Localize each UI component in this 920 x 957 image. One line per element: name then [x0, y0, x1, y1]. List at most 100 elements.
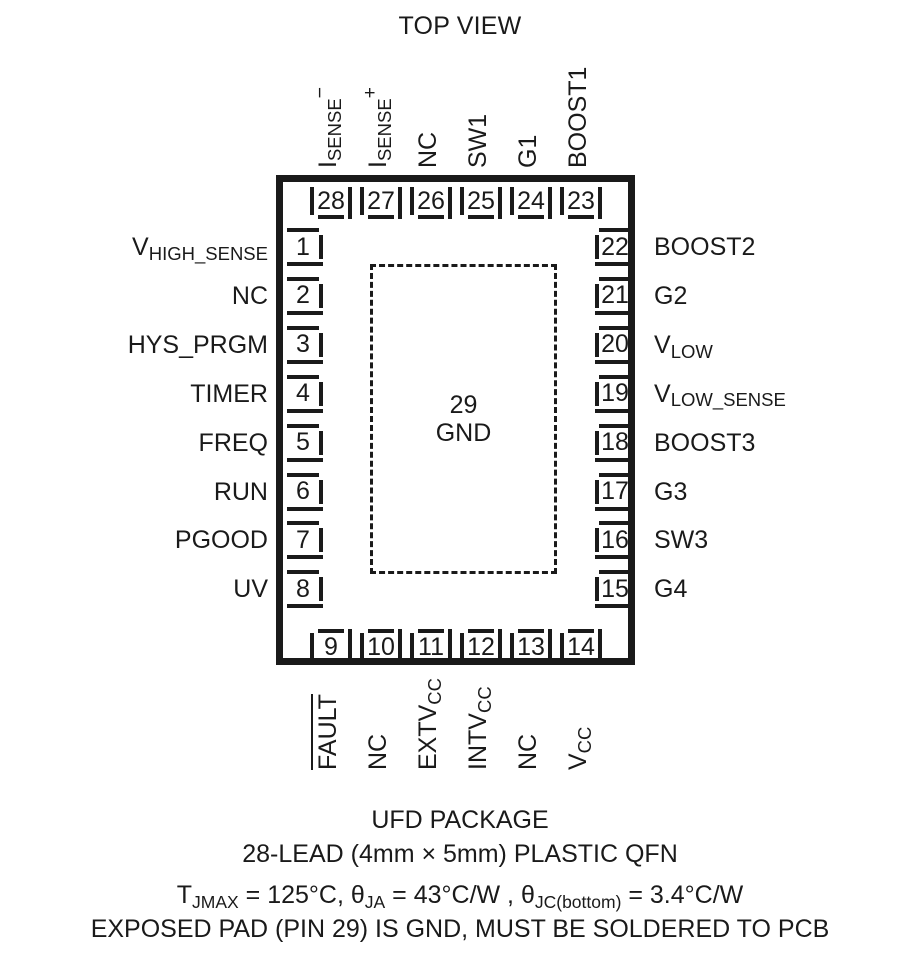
pin-pad-edge [319, 356, 323, 364]
pin-pad-edge [510, 215, 552, 219]
pin-pad-edge [319, 521, 323, 560]
tjmax-value: = 125°C, [238, 881, 351, 909]
pin-number: 3 [296, 330, 310, 359]
pin-pad-edge [544, 215, 552, 219]
pin-pad-edge [319, 325, 323, 333]
pin-pad-edge [560, 215, 568, 219]
pin-label-26: NC [414, 131, 442, 168]
pin-pad-edge [595, 454, 599, 462]
tjmax-symbol: T [176, 881, 193, 909]
pin-number: 20 [601, 330, 629, 359]
pin-pad-edge [595, 570, 599, 578]
pin-pad-edge [344, 629, 352, 633]
pin-pad-edge [595, 356, 599, 364]
pin-pad-27: 27 [360, 183, 402, 219]
pin-pad-edge [595, 325, 599, 364]
pin-number: 17 [601, 477, 629, 505]
pin-pad-edge [595, 552, 599, 560]
pin-pad-edge [560, 629, 602, 633]
pin-pad-edge [595, 374, 599, 413]
pin-pad-2: 2 [283, 276, 323, 315]
pin-number: 27 [367, 186, 395, 215]
pin-number: 9 [324, 632, 338, 661]
pin-pad-1: 1 [283, 228, 323, 266]
pin-label-24: G1 [514, 134, 542, 168]
pin-pad-edge [510, 215, 518, 219]
pin-number: 18 [601, 428, 629, 457]
pin-pad-13: 13 [510, 629, 552, 665]
pin-pad-edge [310, 215, 352, 219]
pin-pad-23: 23 [560, 183, 602, 219]
pin-pad-edge [319, 423, 323, 462]
tjmax-subscript: JMAX [192, 891, 239, 912]
pin-pad-edge [394, 629, 402, 633]
pin-pad-edge [310, 215, 318, 219]
pin-number: 25 [467, 186, 495, 215]
pin-pad-19: 19 [595, 374, 635, 413]
pin-pad-edge [319, 570, 323, 578]
pin-pad-edge [319, 423, 323, 431]
pin-pad-edge [310, 629, 352, 633]
pin-pad-edge [595, 472, 599, 511]
pin-pad-edge [410, 629, 418, 633]
pin-label-14: VCC [564, 726, 595, 770]
theta-ja-symbol: θ [350, 881, 365, 909]
theta-ja-subscript: JA [364, 891, 386, 912]
pin-pad-edge [319, 325, 323, 364]
pin-label-16: SW3 [654, 526, 709, 555]
pin-label-11: EXTVCC [414, 677, 445, 770]
pin-pad-21: 21 [595, 276, 635, 315]
pin-pad-edge [460, 215, 468, 219]
lead-description-caption: 28-LEAD (4mm × 5mm) PLASTIC QFN [242, 840, 678, 868]
pin-pad-18: 18 [595, 423, 635, 462]
pin-pad-12: 12 [460, 629, 502, 665]
pin-pad-14: 14 [560, 629, 602, 665]
pin-label-21: G2 [654, 281, 688, 310]
pin-number: 13 [517, 632, 545, 661]
pin-pad-edge [544, 629, 552, 633]
pin-pad-edge [460, 629, 468, 633]
pin-pad-edge [595, 570, 599, 609]
pin-pad-10: 10 [360, 629, 402, 665]
pin-pad-24: 24 [510, 183, 552, 219]
pin-pad-edge [595, 423, 599, 462]
pin-label-8: UV [233, 575, 268, 604]
pin-label-5: FREQ [198, 428, 268, 457]
pin-number: 1 [296, 232, 310, 261]
pin-pad-edge [510, 629, 518, 633]
pin-pad-edge [410, 629, 452, 633]
pin-number: 14 [567, 632, 595, 661]
pin-pad-16: 16 [595, 521, 635, 560]
pin-pad-7: 7 [283, 521, 323, 560]
pin-pad-edge [595, 228, 599, 266]
pin-pad-5: 5 [283, 423, 323, 462]
pin-pad-edge [319, 405, 323, 413]
pin-pad-edge [319, 228, 323, 266]
pin-pad-edge [595, 276, 599, 315]
pin-pad-25: 25 [460, 183, 502, 219]
pin-number: 22 [601, 232, 629, 261]
pin-pad-edge [594, 629, 602, 633]
pin-pad-17: 17 [595, 472, 635, 511]
pin-label-3: HYS_PRGM [127, 330, 268, 359]
pin-pad-edge [595, 374, 599, 382]
pin-label-18: BOOST3 [654, 428, 756, 457]
pin-pad-edge [360, 215, 368, 219]
pin-pad-11: 11 [410, 629, 452, 665]
pin-pad-edge [595, 521, 599, 529]
pin-number: 4 [296, 379, 310, 408]
pin-pad-edge [394, 215, 402, 219]
pin-pad-edge [344, 215, 352, 219]
pin-pad-edge [595, 472, 599, 480]
top-view-title: TOP VIEW [398, 12, 522, 40]
pin-label-20: VLOW [654, 330, 713, 362]
pin-label-10: NC [364, 733, 392, 770]
pin-number: 26 [417, 186, 445, 215]
pin-label-12: INTVCC [464, 686, 495, 770]
pin-pad-edge [444, 629, 452, 633]
pin-label-22: BOOST2 [654, 233, 756, 261]
pin-number: 16 [601, 525, 629, 554]
pin-pad-edge [360, 629, 402, 633]
pin-label-17: G3 [654, 477, 688, 506]
